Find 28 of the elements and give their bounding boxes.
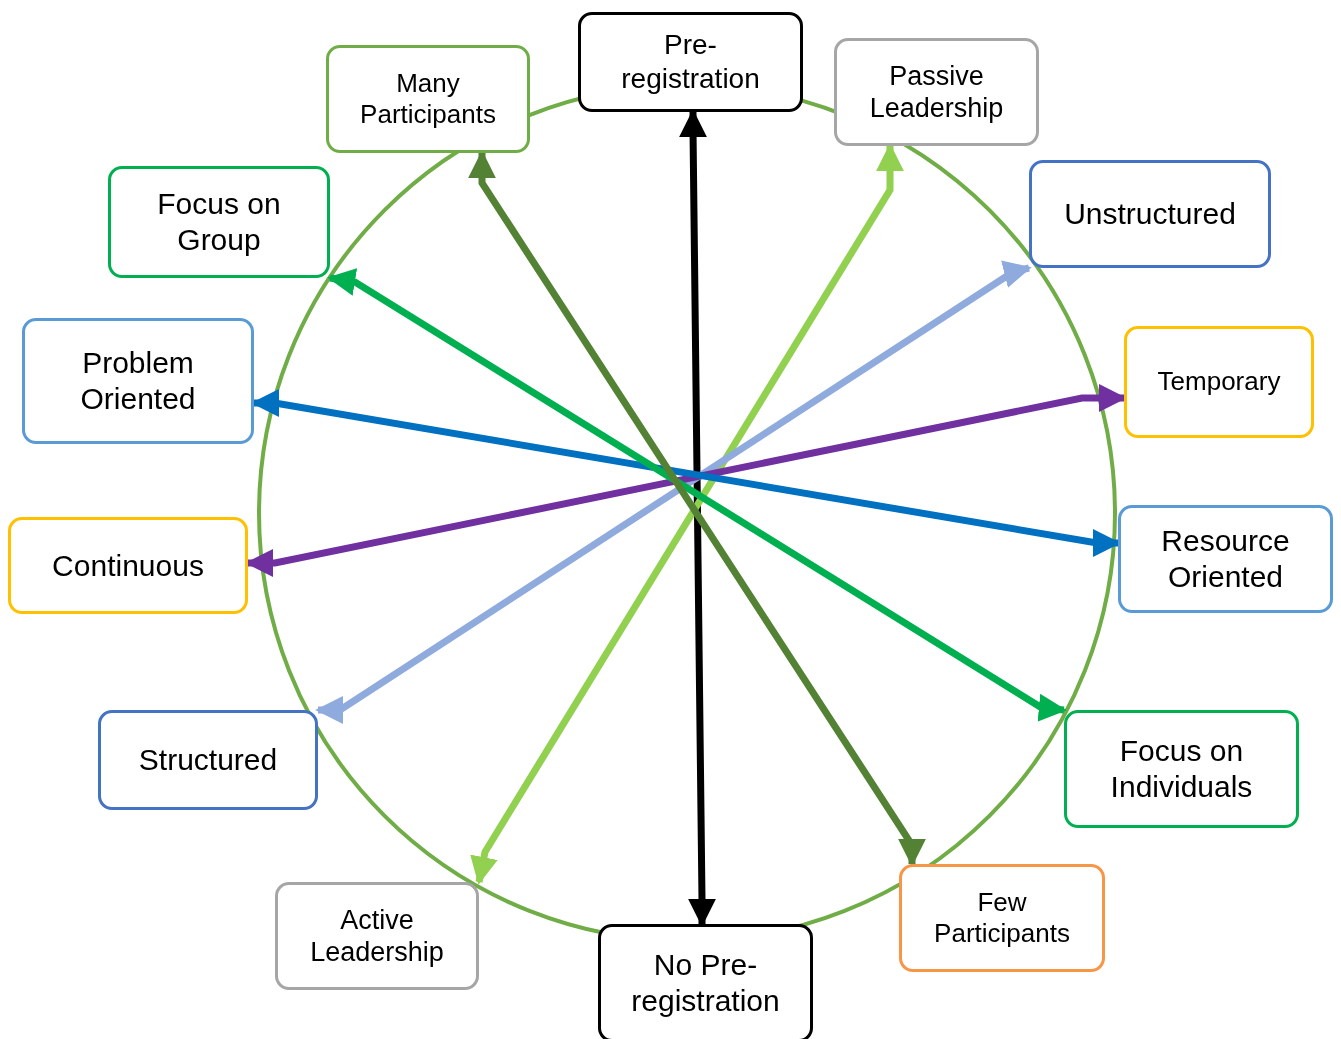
box-label: Passive Leadership (868, 59, 1005, 125)
box-label: Unstructured (1064, 196, 1236, 232)
box-label: Structured (138, 742, 278, 778)
box-label: No Pre-registration (630, 947, 781, 1019)
box-label: Focus on Group (156, 186, 282, 258)
box-label: Resource Oriented (1160, 523, 1291, 595)
box-label: Pre-registration (620, 28, 761, 96)
box-label: Continuous (52, 547, 204, 584)
concept-box (1124, 326, 1314, 438)
box-label: Focus on Individuals (1109, 733, 1254, 805)
concept-box (1118, 505, 1333, 613)
concept-box (326, 45, 530, 153)
concept-box (8, 517, 248, 614)
concept-box (22, 318, 254, 444)
concept-box (1029, 160, 1271, 268)
concept-box (899, 864, 1105, 972)
concept-box (834, 38, 1039, 146)
box-label: Active Leadership (309, 903, 445, 969)
concept-box (578, 12, 803, 112)
concept-box (1064, 710, 1299, 828)
concept-box (598, 924, 813, 1039)
box-label: Problem Oriented (79, 345, 197, 417)
box-label: Many Participants (359, 67, 497, 131)
box-label: Temporary (1157, 366, 1281, 398)
concept-box (108, 166, 330, 278)
concept-box (98, 710, 318, 810)
box-label: Few Participants (933, 886, 1071, 950)
concept-box (275, 882, 479, 990)
